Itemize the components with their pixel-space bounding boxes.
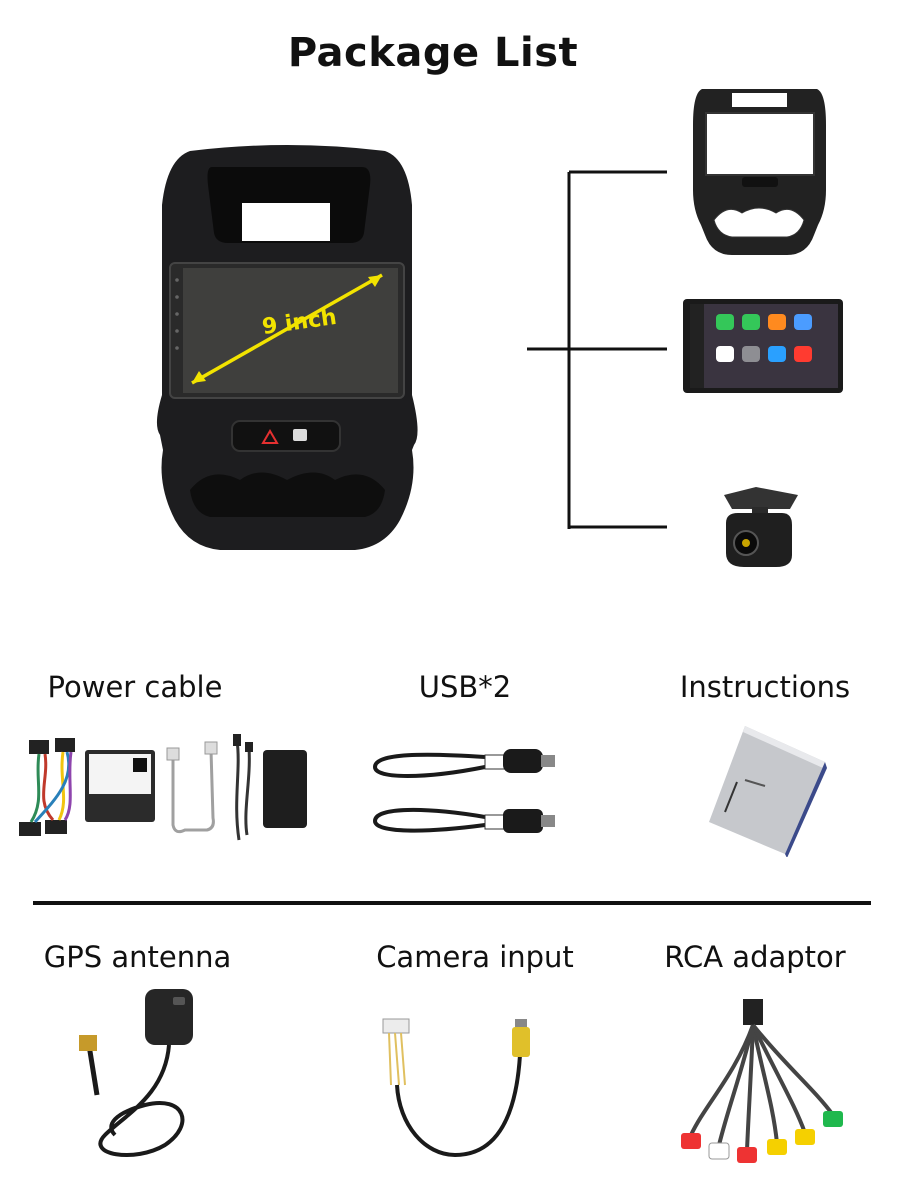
rca-adaptor-icon <box>681 999 843 1163</box>
item-label-instructions: Instructions <box>679 670 851 704</box>
head-unit-icon <box>156 145 418 550</box>
connector-bracket <box>527 168 672 533</box>
backup-camera <box>716 483 806 573</box>
dash-frame <box>692 85 827 260</box>
carplay-screen-icon <box>683 299 843 393</box>
instructions-item <box>705 722 830 857</box>
power-cable-harness-icon <box>19 734 307 841</box>
section-divider <box>33 901 871 905</box>
power-cable-item <box>15 730 315 850</box>
item-label-rca-adaptor: RCA adaptor <box>664 940 846 974</box>
head-unit-illustration <box>150 145 425 555</box>
gps-antenna-item <box>75 985 205 1165</box>
item-label-usb: USB*2 <box>418 670 512 704</box>
camera-input-item <box>375 1015 535 1165</box>
item-label-camera-input: Camera input <box>376 940 574 974</box>
instructions-booklet-icon <box>709 726 827 857</box>
carplay-screen <box>682 298 844 394</box>
camera-input-cable-icon <box>382 1018 530 1158</box>
usb-cable-item <box>365 735 565 845</box>
item-label-gps-antenna: GPS antenna <box>43 940 232 974</box>
dash-frame-icon <box>693 89 826 255</box>
page-title: Package List <box>287 30 579 76</box>
usb-cable-icon <box>372 749 555 833</box>
gps-antenna-icon <box>79 989 193 1157</box>
item-label-power-cable: Power cable <box>47 670 223 704</box>
rca-adaptor-item <box>665 995 850 1170</box>
backup-camera-icon <box>724 487 798 567</box>
